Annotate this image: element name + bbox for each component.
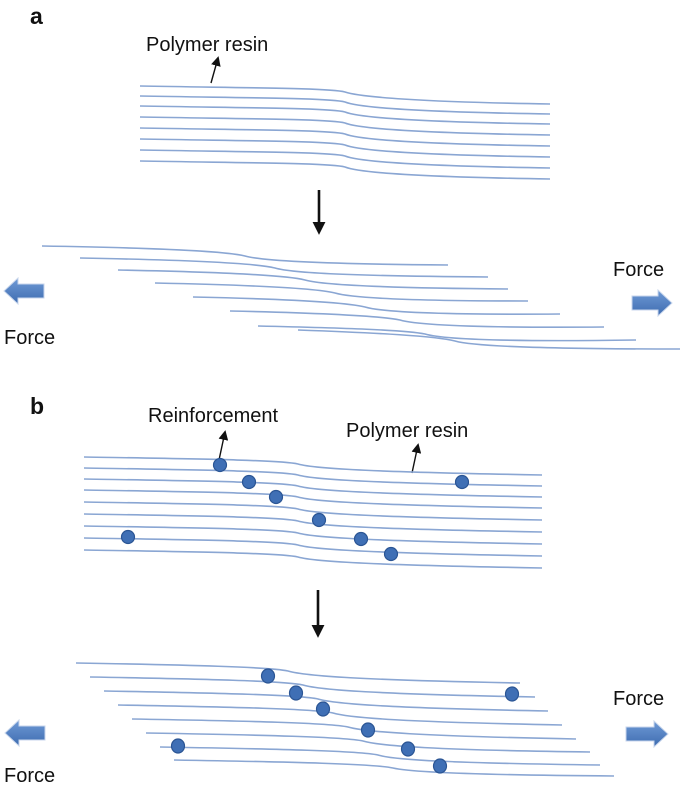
panel-a-force-left-label: Force <box>4 327 55 349</box>
polymer-chain <box>83 537 543 557</box>
reinforcement-particle <box>400 741 416 757</box>
panel-b-force-right-label: Force <box>613 688 664 710</box>
reinforcement-particle <box>383 546 399 562</box>
polymer-chain <box>83 467 543 487</box>
panel-b: b Reinforcement Polymer resin <box>4 393 669 787</box>
polymer-chain <box>103 690 549 712</box>
polymer-chain <box>229 310 605 328</box>
polymer-chain <box>173 759 615 777</box>
polymer-chain <box>159 746 601 766</box>
reinforcement-particle <box>212 457 228 473</box>
polymer-chain <box>83 489 543 509</box>
polymer-chain <box>192 296 561 315</box>
panel-b-strained-particles <box>170 668 520 774</box>
polymer-chain <box>139 149 551 169</box>
polymer-chain <box>83 478 543 498</box>
polymer-chain <box>75 662 521 684</box>
polymer-chain <box>297 329 681 350</box>
panel-a-right-force-arrow-icon <box>631 288 673 318</box>
panel-b-left-force-arrow-icon <box>4 718 46 748</box>
polymer-chain <box>139 85 551 105</box>
reinforcement-particle <box>311 512 327 528</box>
reinforcement-particle <box>353 531 369 547</box>
reinforcement-particle <box>504 686 520 702</box>
panel-b-force-left-label: Force <box>4 765 55 787</box>
polymer-chain <box>139 95 551 115</box>
polymer-chain <box>257 325 637 342</box>
panel-a: a Polymer resin Force Force <box>3 3 681 350</box>
polymer-chain <box>139 127 551 147</box>
reinforcement-particle <box>432 758 448 774</box>
reinforcement-particle <box>260 668 276 684</box>
reinforcement-particle <box>120 529 136 545</box>
panel-b-strained-chains <box>75 662 615 777</box>
panel-b-resin-pointer-arrow-icon <box>411 443 422 474</box>
panel-b-reinforcement-pointer-arrow-icon <box>218 430 229 461</box>
panel-a-left-force-arrow-icon <box>3 276 45 306</box>
reinforcement-particle <box>241 474 257 490</box>
panel-b-polymer-resin-label: Polymer resin <box>346 420 468 442</box>
polymer-chain <box>145 732 591 753</box>
reinforcement-particle <box>454 474 470 490</box>
polymer-chain <box>117 704 563 726</box>
polymer-chain <box>83 513 543 533</box>
polymer-chain <box>41 245 449 266</box>
panel-a-polymer-resin-label: Polymer resin <box>146 34 268 56</box>
polymer-chain <box>139 138 551 158</box>
polymer-chain <box>83 456 543 476</box>
polymer-chain <box>154 282 529 302</box>
panel-a-resin-pointer-arrow-icon <box>210 56 221 84</box>
polymer-chain <box>117 269 509 290</box>
panel-a-letter: a <box>30 3 43 29</box>
polymer-chain <box>83 525 543 545</box>
panel-a-strained-chains <box>41 245 681 350</box>
panel-b-reinforcement-label: Reinforcement <box>148 405 279 427</box>
panel-b-unstrained-chains <box>83 456 543 569</box>
polymer-chain <box>131 718 577 740</box>
panel-b-unstrained-particles <box>120 457 470 562</box>
reinforcement-particle <box>315 701 331 717</box>
polymer-chain <box>139 160 551 180</box>
polymer-chain <box>89 676 536 698</box>
panel-b-letter: b <box>30 393 44 419</box>
polymer-chain <box>139 116 551 136</box>
polymer-chain <box>83 549 543 569</box>
panel-a-force-right-label: Force <box>613 259 664 281</box>
reinforcement-particle <box>360 722 376 738</box>
polymer-chain <box>83 501 543 521</box>
panel-a-unstrained-chains <box>139 85 551 180</box>
reinforcement-particle <box>170 738 186 754</box>
panel-b-right-force-arrow-icon <box>625 719 669 749</box>
reinforcement-particle <box>268 489 284 505</box>
polymer-chain <box>79 257 489 278</box>
polymer-chain <box>139 105 551 125</box>
reinforcement-particle <box>288 685 304 701</box>
